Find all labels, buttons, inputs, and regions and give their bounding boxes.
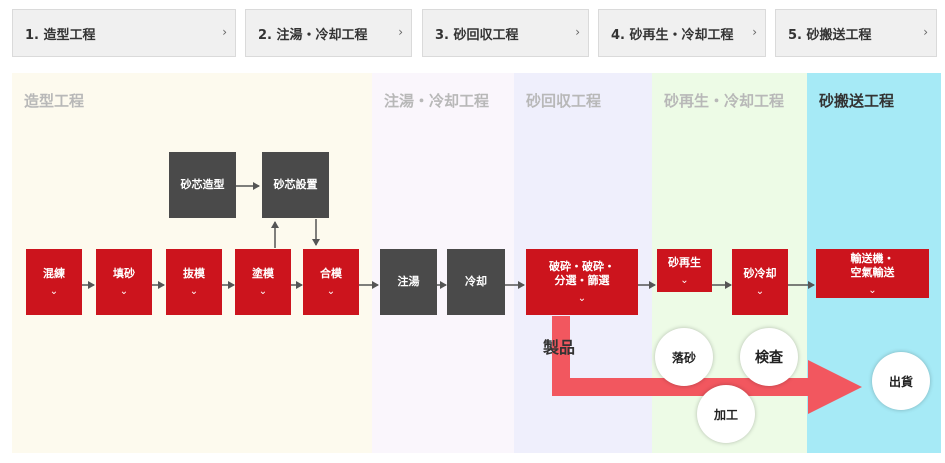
process-box-gokei[interactable]: 合模 ⌄ [303,249,359,315]
circle-machining[interactable]: 加工 [697,385,755,443]
chevron-right-icon: › [575,25,580,39]
process-label-tokei: 塗模 [252,267,274,280]
tab-pouring-cooling[interactable]: 2. 注湯・冷却工程 › [245,9,412,57]
circle-shipping[interactable]: 出貨 [872,352,930,410]
circle-inspection[interactable]: 検査 [740,328,798,386]
process-box-sand-regeneration[interactable]: 砂再生 ⌄ [657,249,712,292]
circle-inspection-label: 検査 [755,350,783,366]
circle-machining-label: 加工 [713,407,738,422]
process-box-crushing[interactable]: 破砕・破砕・ 分選・篩選 ⌄ [526,249,638,315]
tab-pouring-cooling-label: 2. 注湯・冷却工程 [258,27,368,43]
process-box-bakkei[interactable]: 抜模 ⌄ [166,249,222,315]
process-box-cooling[interactable]: 冷却 [447,249,505,315]
process-box-conveyor[interactable]: 輸送機・ 空氣輸送 ⌄ [816,249,929,298]
process-box-core-setting[interactable]: 砂芯設置 [262,152,329,218]
chevron-down-icon: ⌄ [119,286,129,297]
band-molding-title: 造型工程 [24,92,85,110]
product-label: 製品 [543,338,576,357]
process-label-core-making: 砂芯造型 [180,178,225,191]
process-label-gokei: 合模 [320,267,342,280]
chevron-right-icon: › [923,25,928,39]
chevron-down-icon: ⌄ [755,286,765,297]
chevron-down-icon: ⌄ [258,286,268,297]
circle-shakeout-label: 落砂 [671,350,696,365]
tab-sand-transport[interactable]: 5. 砂搬送工程 › [775,9,937,57]
process-box-tensha[interactable]: 填砂 ⌄ [96,249,152,315]
tab-sand-transport-label: 5. 砂搬送工程 [788,27,872,43]
chevron-down-icon: ⌄ [577,293,587,304]
process-label-sand-regeneration: 砂再生 [668,255,701,269]
process-tabs: 1. 造型工程 › 2. 注湯・冷却工程 › 3. 砂回収工程 › 4. 砂再生… [0,0,945,64]
process-box-core-making[interactable]: 砂芯造型 [169,152,236,218]
chevron-down-icon: ⌄ [868,284,877,296]
process-box-pouring[interactable]: 注湯 [380,249,437,315]
tab-sand-recovery[interactable]: 3. 砂回収工程 › [422,9,589,57]
band-sand-regeneration-title: 砂再生・冷却工程 [664,92,785,110]
chevron-down-icon: ⌄ [189,286,199,297]
process-label-cooling: 冷却 [465,275,487,288]
process-box-konren[interactable]: 混練 ⌄ [26,249,82,315]
band-sand-transport-title: 砂搬送工程 [819,92,895,110]
chevron-down-icon: ⌄ [326,286,336,297]
chevron-right-icon: › [752,25,757,39]
tab-sand-regeneration[interactable]: 4. 砂再生・冷却工程 › [598,9,766,57]
chevron-down-icon: ⌄ [680,274,689,286]
process-box-tokei[interactable]: 塗模 ⌄ [235,249,291,315]
chevron-down-icon: ⌄ [49,286,59,297]
tab-molding[interactable]: 1. 造型工程 › [12,9,236,57]
process-label-sand-cooling: 砂冷却 [743,267,777,280]
chevron-right-icon: › [222,25,227,39]
circle-shakeout[interactable]: 落砂 [655,328,713,386]
process-label-pouring: 注湯 [397,275,420,288]
tab-sand-recovery-label: 3. 砂回収工程 [435,27,519,43]
chevron-right-icon: › [398,25,403,39]
band-pouring-cooling-title: 注湯・冷却工程 [384,92,490,110]
circle-shipping-label: 出貨 [888,374,913,389]
process-box-sand-cooling[interactable]: 砂冷却 ⌄ [732,249,788,315]
tab-sand-regeneration-label: 4. 砂再生・冷却工程 [611,27,734,43]
process-label-bakkei: 抜模 [183,267,205,280]
process-label-tensha: 填砂 [113,267,135,280]
process-label-conveyor-line2: 空氣輸送 [850,265,895,279]
band-sand-recovery-title: 砂回収工程 [526,92,602,110]
process-label-core-setting: 砂芯設置 [273,178,318,191]
process-label-konren: 混練 [43,267,65,280]
process-label-crushing-line2: 分選・篩選 [554,274,610,287]
tab-molding-label: 1. 造型工程 [25,27,96,43]
process-label-crushing-line1: 破砕・破砕・ [549,260,615,273]
process-label-conveyor-line1: 輸送機・ [850,251,895,265]
